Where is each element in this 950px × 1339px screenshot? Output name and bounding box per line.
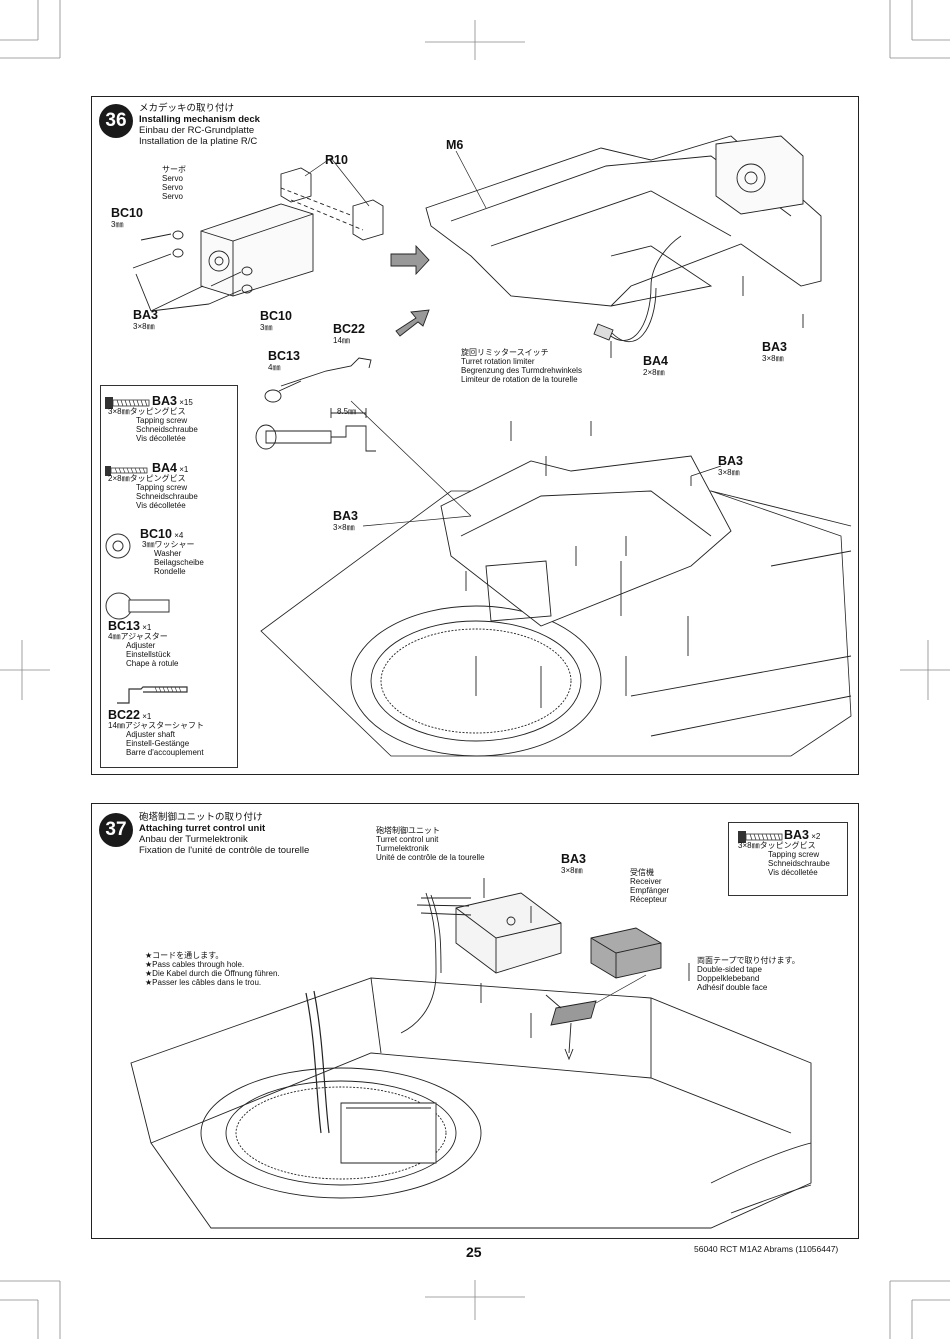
bc10-label-b: BC10 3㎜ — [260, 309, 292, 332]
ba4-screw-icon — [105, 466, 148, 476]
parts-item-ba4: BA4 ×1 2×8㎜タッピングビス Tapping screw Schneid… — [108, 461, 198, 510]
step-36-illustration — [132, 135, 852, 757]
ba3-screw-icon — [105, 397, 150, 409]
parts-item-bc22: BC22 ×1 14㎜アジャスターシャフト Adjuster shaft Ein… — [108, 708, 205, 757]
dimension-label: 8.5㎜ — [337, 407, 357, 416]
step-37-title: 砲塔制御ユニットの取り付け Attaching turret control u… — [139, 812, 310, 856]
step-36-number: 36 — [99, 104, 133, 138]
parts-item-bc10: BC10 ×4 3㎜ワッシャー Washer Beilagscheibe Ron… — [140, 527, 204, 576]
product-code: 56040 RCT M1A2 Abrams (11056447) — [694, 1244, 839, 1254]
parts-item-ba3: BA3 ×15 3×8㎜タッピングビス Tapping screw Schnei… — [108, 394, 198, 443]
double-sided-tape-label: 両面テープで取り付けます。 Double-sided tape Doppelkl… — [697, 956, 800, 992]
bc22-shaft-icon — [117, 686, 188, 704]
turret-limiter-label: 旋回リミッタースイッチ Turret rotation limiter Begr… — [461, 348, 582, 384]
step-36-title: メカデッキの取り付け Installing mechanism deck Ein… — [139, 103, 260, 147]
receiver-label: 受信機 Receiver Empfänger Récepteur — [630, 868, 670, 904]
parts-item-ba3-37: BA3 ×2 3×8㎜タッピングビス Tapping screw Schneid… — [738, 828, 830, 877]
page-number: 25 — [466, 1244, 482, 1260]
parts-item-bc13: BC13 ×1 4㎜アジャスター Adjuster Einstellstück … — [108, 619, 179, 668]
ba3-label-37: BA3 3×8㎜ — [561, 852, 587, 875]
r10-label: R10 — [325, 153, 348, 167]
ba3-label-b: BA3 3×8㎜ — [762, 340, 788, 363]
title-en: Installing mechanism deck — [139, 114, 260, 125]
title-de: Einbau der RC-Grundplatte — [139, 125, 255, 136]
bc22-label: BC22 14㎜ — [333, 322, 365, 345]
cable-note: ★コードを通します。 ★Pass cables through hole. ★D… — [145, 951, 280, 987]
ba3-label-c: BA3 3×8㎜ — [718, 454, 744, 477]
turret-control-unit-label: 砲塔制御ユニット Turret control unit Turmelektro… — [376, 826, 485, 862]
title-ja: メカデッキの取り付け — [139, 103, 235, 114]
m6-label: M6 — [446, 138, 464, 152]
bc10-washer-icon — [105, 533, 131, 559]
ba3-label-a: BA3 3×8㎜ — [133, 308, 159, 331]
ba3-screw-icon-37 — [738, 831, 783, 843]
step-36-parts-list — [100, 385, 238, 768]
bc13-label: BC13 4㎜ — [268, 349, 300, 372]
step-37-illustration — [130, 878, 812, 1229]
step-37-number: 37 — [99, 813, 133, 847]
ba3-label-d: BA3 3×8㎜ — [333, 509, 359, 532]
bc10-label-a: BC10 3㎜ — [111, 206, 143, 229]
bc13-adjuster-icon — [105, 592, 170, 620]
servo-label: サーボ Servo Servo Servo — [162, 165, 186, 201]
ba4-label: BA4 2×8㎜ — [643, 354, 669, 377]
title-fr: Installation de la platine R/C — [139, 136, 258, 147]
